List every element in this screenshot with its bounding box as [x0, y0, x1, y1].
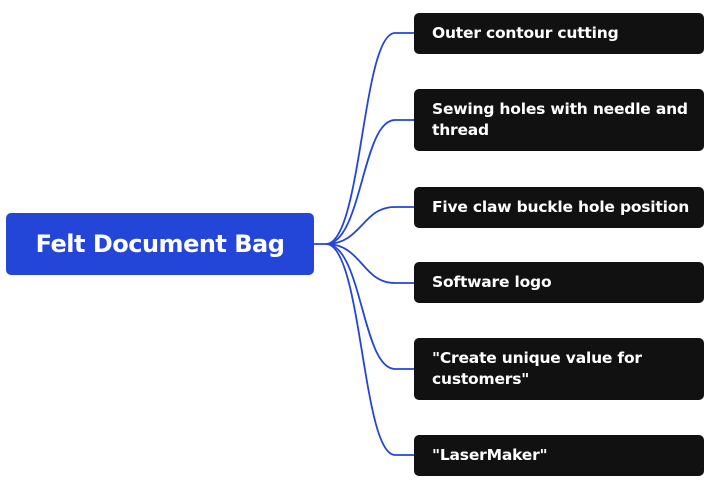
connector-line — [325, 243, 414, 370]
connector-line — [325, 243, 414, 456]
branch-node-label: Sewing holes with needle and thread — [432, 100, 688, 139]
branch-node-label: Five claw buckle hole position — [432, 198, 690, 216]
branch-node-label: Outer contour cutting — [432, 24, 619, 42]
branch-node-sewing-holes[interactable]: Sewing holes with needle and thread — [414, 89, 704, 151]
branch-node-label: "Create unique value for customers" — [432, 349, 642, 388]
branch-node-label: Software logo — [432, 273, 552, 291]
connector-line — [325, 119, 414, 245]
branch-node-lasermaker[interactable]: "LaserMaker" — [414, 435, 704, 476]
branch-node-five-claw-buckle[interactable]: Five claw buckle hole position — [414, 187, 704, 228]
connector-line — [325, 206, 414, 245]
branch-node-label: "LaserMaker" — [432, 446, 548, 464]
root-node-label: Felt Document Bag — [35, 230, 285, 258]
branch-node-outer-contour-cutting[interactable]: Outer contour cutting — [414, 13, 704, 54]
branch-node-create-unique-value[interactable]: "Create unique value for customers" — [414, 338, 704, 400]
branch-node-software-logo[interactable]: Software logo — [414, 262, 704, 303]
root-node[interactable]: Felt Document Bag — [6, 213, 314, 275]
connector-line — [325, 243, 414, 284]
connector-line — [314, 32, 414, 245]
